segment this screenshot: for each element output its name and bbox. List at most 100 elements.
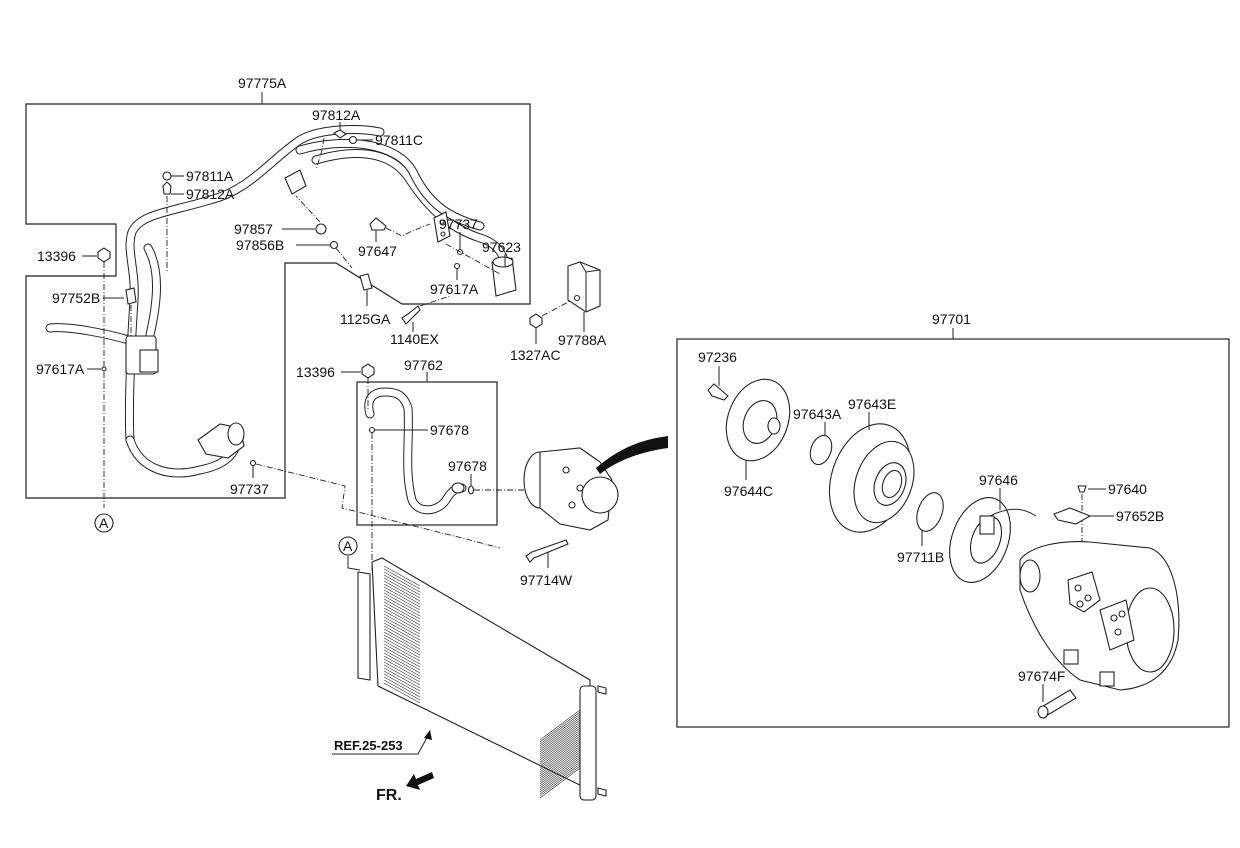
condenser-fin: [383, 667, 421, 689]
condenser-fin: [539, 709, 581, 741]
condenser-fin: [539, 743, 581, 775]
label-97775A[interactable]: 97775A: [238, 75, 287, 91]
part-1125GA[interactable]: [359, 273, 373, 291]
condenser-fin: [539, 723, 581, 755]
condenser-fin: [383, 652, 421, 674]
condenser-fin: [383, 643, 421, 665]
condenser-fin: [383, 619, 421, 641]
condenser-fin: [383, 640, 421, 662]
condenser-fin: [383, 574, 421, 596]
label-97788A[interactable]: 97788A: [558, 332, 607, 348]
group-97762: 97762 13396 97678 97678: [296, 357, 530, 572]
condenser-fin: [539, 715, 581, 747]
condenser-fin: [539, 747, 581, 779]
label-97644C[interactable]: 97644C: [724, 483, 773, 499]
front-arrow-icon: [406, 772, 434, 790]
callout-arrow: [596, 436, 668, 474]
part-97678-a[interactable]: [368, 426, 376, 434]
label-1327AC[interactable]: 1327AC: [510, 347, 561, 363]
label-97643A[interactable]: 97643A: [793, 406, 842, 422]
condenser-fin: [383, 592, 421, 614]
part-97811A[interactable]: [162, 171, 172, 181]
part-97812A-mid[interactable]: [162, 181, 172, 195]
part-97711B[interactable]: [912, 489, 948, 535]
label-13396-left[interactable]: 13396: [37, 248, 76, 264]
condenser-fin: [539, 729, 581, 761]
label-97812A-mid[interactable]: 97812A: [186, 186, 235, 202]
condenser-fin: [539, 753, 581, 785]
connector-a-left-label: A: [99, 515, 109, 531]
part-97640[interactable]: [1077, 485, 1087, 493]
part-97236[interactable]: [707, 383, 729, 401]
label-97752B[interactable]: 97752B: [52, 290, 100, 306]
label-97812A-top[interactable]: 97812A: [312, 107, 361, 123]
label-97811A[interactable]: 97811A: [186, 168, 234, 184]
condenser-fin: [539, 711, 581, 743]
part-1140EX[interactable]: [401, 305, 421, 325]
condenser-fin: [383, 676, 421, 698]
label-97811C[interactable]: 97811C: [375, 132, 423, 148]
part-97643A[interactable]: [806, 432, 835, 467]
part-97652B[interactable]: [1053, 507, 1092, 525]
label-97647[interactable]: 97647: [358, 243, 397, 259]
label-97711B[interactable]: 97711B: [897, 549, 944, 565]
condenser-fin: [539, 717, 581, 749]
condenser-fin: [383, 604, 421, 626]
label-97646[interactable]: 97646: [979, 472, 1018, 488]
compressor-assembled: 97714W: [520, 436, 668, 588]
label-97678-b[interactable]: 97678: [448, 458, 487, 474]
label-97617A-left[interactable]: 97617A: [36, 361, 85, 377]
condenser-fin: [539, 719, 581, 751]
connector-a-mid[interactable]: [338, 536, 358, 556]
reference-label[interactable]: REF.25-253: [334, 738, 403, 753]
condenser-fin: [539, 741, 581, 773]
part-1327AC[interactable]: [529, 313, 543, 329]
condenser-fin: [383, 568, 421, 590]
label-97640[interactable]: 97640: [1108, 481, 1147, 497]
label-97856B[interactable]: 97856B: [236, 237, 284, 253]
label-97678-a[interactable]: 97678: [430, 422, 469, 438]
label-97737-bottom[interactable]: 97737: [230, 481, 269, 497]
part-13396-left[interactable]: [97, 247, 111, 263]
condenser-fin: [383, 595, 421, 617]
part-97678-b[interactable]: [467, 485, 475, 495]
condenser-fin: [383, 664, 421, 686]
label-97714W[interactable]: 97714W: [520, 572, 573, 588]
part-97752B[interactable]: [125, 287, 137, 305]
label-97643E[interactable]: 97643E: [848, 396, 896, 412]
label-97857[interactable]: 97857: [234, 221, 273, 237]
group-97701: 97701 97236 97644C 97643A 97643E 97711B: [676, 311, 1230, 728]
label-97236[interactable]: 97236: [698, 349, 737, 365]
label-1125GA[interactable]: 1125GA: [340, 311, 391, 327]
condenser-fin: [383, 622, 421, 644]
condenser-fin: [383, 631, 421, 653]
part-97714W[interactable]: [525, 539, 569, 563]
label-97737-top[interactable]: 97737: [439, 216, 478, 232]
part-97737-bottom[interactable]: [249, 459, 257, 467]
label-1140EX[interactable]: 1140EX: [390, 331, 439, 347]
part-97856B[interactable]: [329, 240, 339, 250]
part-13396-mid[interactable]: [361, 363, 375, 379]
condenser-fin: [539, 713, 581, 745]
label-97623[interactable]: 97623: [482, 239, 521, 255]
part-97617A-right[interactable]: [453, 262, 461, 270]
condenser-fin: [539, 751, 581, 783]
condenser-fin: [383, 586, 421, 608]
label-97701[interactable]: 97701: [932, 311, 971, 327]
label-97762[interactable]: 97762: [404, 357, 443, 373]
part-97857[interactable]: [315, 223, 327, 235]
label-97652B[interactable]: 97652B: [1116, 508, 1164, 524]
part-97647[interactable]: [369, 217, 387, 231]
label-97674F[interactable]: 97674F: [1018, 668, 1065, 684]
condenser-fin: [383, 598, 421, 620]
part-97617A-left[interactable]: [101, 366, 107, 372]
part-97811C[interactable]: [348, 135, 358, 145]
connector-a-left[interactable]: [94, 513, 114, 533]
label-13396-mid[interactable]: 13396: [296, 364, 335, 380]
part-97812A-top[interactable]: [333, 129, 347, 139]
condenser-fin: [383, 580, 421, 602]
condenser-fin: [539, 765, 581, 797]
condenser-fin: [383, 607, 421, 629]
label-97617A-right[interactable]: 97617A: [430, 281, 479, 297]
